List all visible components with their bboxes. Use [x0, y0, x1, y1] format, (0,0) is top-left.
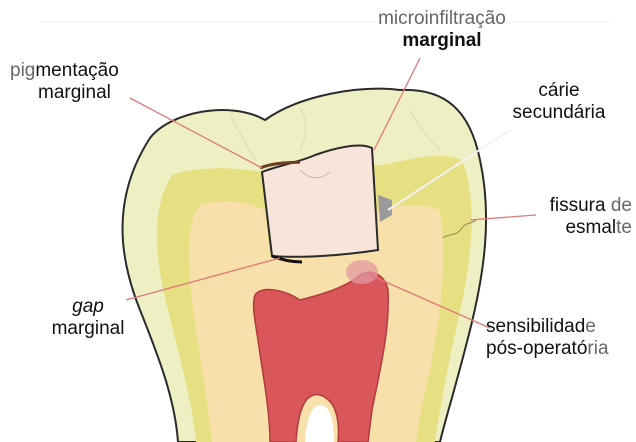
label-microinfiltracao: microinfiltração marginal [358, 8, 526, 52]
label-pigmentacao-part2: mentação [35, 60, 118, 81]
label-sensibilidade-part1: sensibilidad [486, 316, 585, 337]
label-fissura-part1: fissura [550, 195, 606, 216]
label-sensibilidade: sensibilidade pós-operatória [486, 316, 609, 360]
label-microinfiltracao-line1: microinfiltração [358, 8, 526, 30]
label-pigmentacao: pigmentação marginal [10, 60, 119, 104]
label-sensibilidade-part4: ria [587, 338, 608, 359]
label-fissura-part3: esmal [565, 217, 616, 238]
label-microinfiltracao-line2: marginal [358, 30, 526, 52]
label-carie-line2: secundária [494, 102, 624, 124]
label-carie: cárie secundária [494, 80, 624, 124]
label-fissura-part2: de [606, 195, 632, 216]
label-gap-line2: marginal [30, 318, 146, 340]
label-pigmentacao-line2: marginal [10, 82, 119, 104]
label-carie-line1: cárie [494, 80, 624, 102]
label-sensibilidade-part3: pós-operató [486, 338, 587, 359]
label-fissura-part4: te [616, 217, 632, 238]
label-gap-line1: gap [72, 296, 104, 317]
label-gap: gap marginal [30, 296, 146, 340]
sensitivity-glow [346, 260, 378, 284]
label-pigmentacao-part1: pig [10, 60, 35, 81]
label-sensibilidade-part2: e [585, 316, 596, 337]
label-fissura: fissura de esmalte [500, 195, 632, 239]
